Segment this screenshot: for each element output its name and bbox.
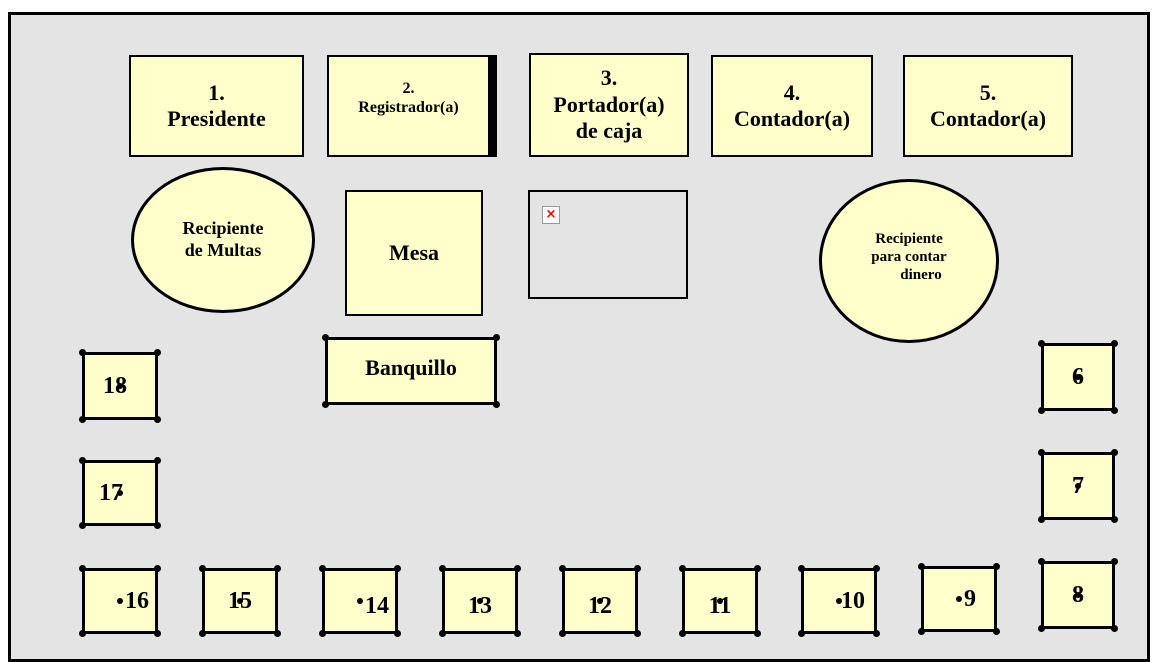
officer-title: Presidente [167,106,266,131]
seat-11: 11 [679,565,761,637]
fines-bowl-line2: de Multas [184,240,262,260]
officer-contador-4: 4. Contador(a) [711,55,873,157]
seat-17: 17 [79,457,161,529]
seat-10: 10 [798,565,880,637]
seat-16: 16 [79,565,161,637]
seat-14: 14 [319,565,401,637]
seat-13: 13 [439,565,521,637]
seat-18: 18 [79,349,161,423]
officer-title: Contador(a) [733,106,851,131]
officer-contador-5: 5. Contador(a) [903,55,1073,157]
fines-bowl: Recipiente de Multas [131,167,315,313]
counting-bowl-line3: dinero [900,267,942,283]
counting-bowl-line2: para contar [871,249,947,265]
officer-number: 4. [783,79,801,105]
seat-15: 15 [199,565,281,637]
counting-bowl-line1: Recipiente [875,231,943,247]
seat-6: 6 [1038,340,1118,414]
officer-title: Registrador(a) [358,99,459,116]
bench-banquillo: Banquillo [322,334,500,408]
table-label: Mesa [388,239,440,265]
meeting-layout: 1. Presidente 2. Registrador(a) 3. Porta… [8,12,1150,662]
bench-label: Banquillo [365,354,457,380]
officer-number: 3. [600,65,618,91]
officer-portador-de-caja: 3. Portador(a) de caja [529,53,689,157]
broken-image-icon: × [542,206,560,224]
table-mesa: Mesa [345,190,483,316]
officer-title: Portador(a) [553,91,665,117]
image-placeholder: × [528,190,688,299]
officer-number: 5. [979,79,997,105]
officer-number: 1. [208,79,225,105]
seat-8: 8 [1038,558,1118,632]
seat-9: 9 [918,563,1000,635]
fines-bowl-line1: Recipiente [182,218,264,239]
officer-presidente: 1. Presidente [129,55,304,157]
officer-registrador: 2. Registrador(a) [327,55,497,157]
officer-title: Contador(a) [929,106,1047,131]
officer-title-line2: de caja [575,118,643,144]
seat-7: 7 [1038,449,1118,523]
counting-bowl: Recipiente para contar dinero [819,179,999,343]
seat-12: 12 [559,565,641,637]
officer-number: 2. [402,79,415,97]
